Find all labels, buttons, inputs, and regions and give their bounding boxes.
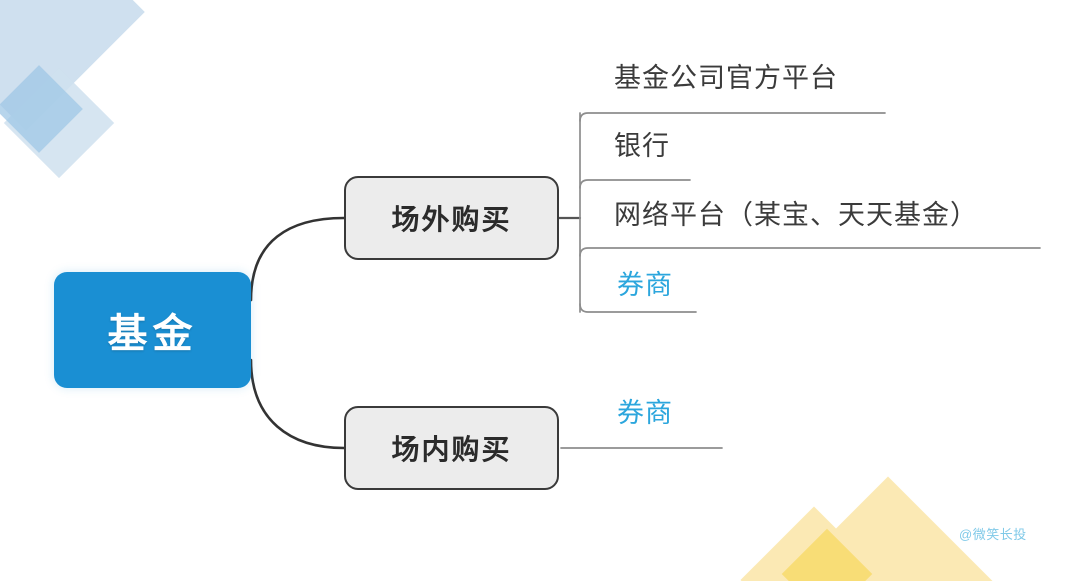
leaf-bank[interactable]: 银行 (614, 131, 670, 161)
node-branch-off-market-label: 场外购买 (391, 204, 512, 235)
node-root-label: 基金 (107, 312, 198, 356)
leaf-online-platform[interactable]: 网络平台（某宝、天天基金） (614, 200, 978, 230)
watermark: @微笑长投 (959, 527, 1027, 542)
node-branch-on-market[interactable]: 场内购买 (344, 406, 559, 490)
leaf-broker-on-market[interactable]: 券商 (617, 398, 673, 428)
leaf-broker-off-market[interactable]: 券商 (617, 270, 673, 300)
node-branch-off-market[interactable]: 场外购买 (344, 176, 559, 260)
node-root-fund[interactable]: 基金 (54, 272, 251, 388)
node-branch-on-market-label: 场内购买 (391, 434, 512, 465)
leaf-fund-company-platform[interactable]: 基金公司官方平台 (614, 63, 838, 93)
connector-branch-stub-2 (579, 179, 691, 189)
connector-branch-stub-1 (579, 112, 886, 122)
connector-root-to-off-market (249, 216, 346, 302)
connector-root-to-on-market (249, 358, 346, 450)
connector-branch-stub-4 (579, 303, 697, 313)
connector-branch-stub-3 (579, 247, 1041, 257)
